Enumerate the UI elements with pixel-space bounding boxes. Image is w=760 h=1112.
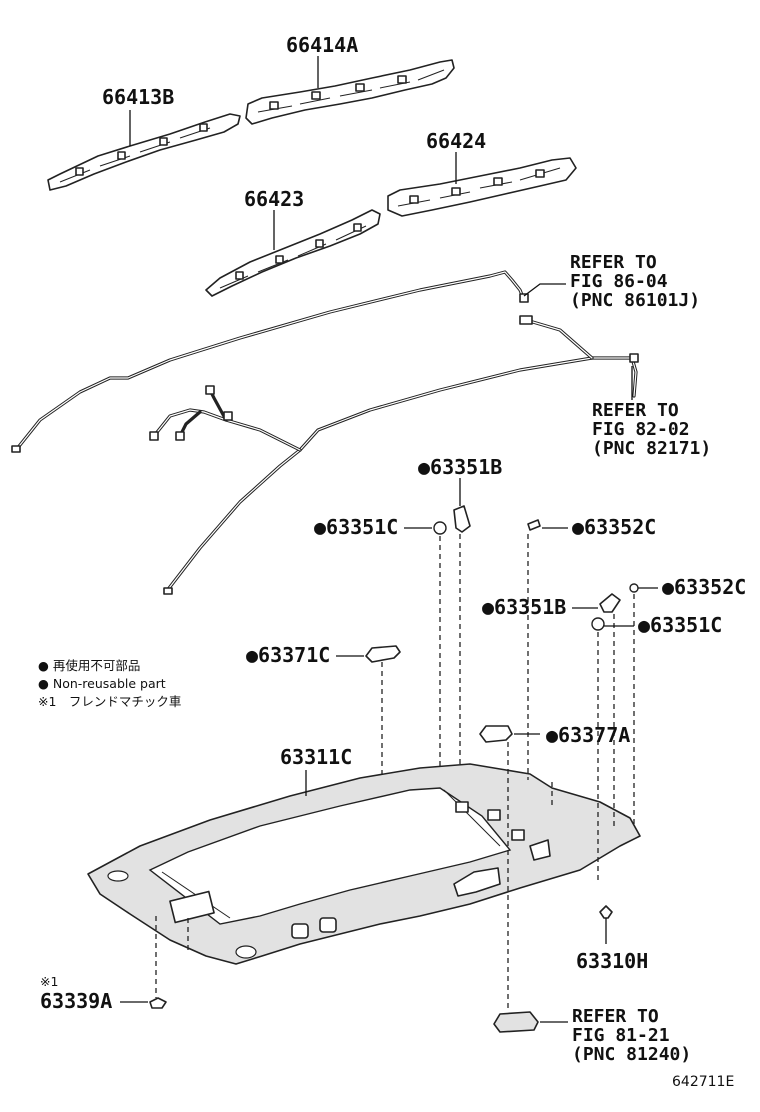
ref3-line1: REFER TO — [572, 1006, 659, 1027]
part-63371c — [365, 645, 401, 663]
label-63310h: 63310H — [576, 949, 648, 973]
label-66424: 66424 — [426, 129, 486, 153]
roof-rail-66424 — [387, 157, 577, 217]
legend-non-reusable-en: ● Non-reusable part — [38, 676, 166, 691]
clip-63310h — [599, 905, 613, 944]
label-63351b-top: ●63351B — [418, 455, 502, 479]
refer-fig-82-02: REFER TO FIG 82-02 (PNC 82171) — [592, 400, 711, 459]
part-63351c-right — [591, 617, 605, 631]
label-63351b-mid: ●63351B — [482, 595, 566, 619]
ref1-line2: FIG 86-04 — [570, 271, 668, 292]
ref2-line1: REFER TO — [592, 400, 679, 421]
part-63352c-top — [527, 519, 541, 531]
headliner-63311c — [87, 763, 641, 965]
wire-harness — [11, 270, 639, 595]
part-63351b-mid — [599, 593, 621, 613]
legend-note-1: ※1 フレンドマチック車 — [38, 694, 181, 709]
label-63371c: ●63371C — [246, 643, 330, 667]
legend-non-reusable-jp: ● 再使用不可部品 — [38, 658, 140, 673]
roof-rail-66414a — [245, 59, 455, 125]
label-63377a: ●63377A — [546, 723, 630, 747]
alignment-lines — [155, 534, 635, 1012]
refer-fig-86-04: REFER TO FIG 86-04 (PNC 86101J) — [570, 252, 700, 311]
label-66413b: 66413B — [102, 85, 174, 109]
label-63339a: 63339A — [40, 989, 112, 1013]
clip-63339a — [149, 997, 167, 1009]
label-63351c-left: ●63351C — [314, 515, 398, 539]
ref2-line3: (PNC 82171) — [592, 438, 711, 459]
label-66423: 66423 — [244, 187, 304, 211]
part-63351c-left — [433, 521, 447, 535]
part-63351b-top — [453, 505, 471, 533]
leader-lines — [120, 56, 658, 1023]
part-63377a — [479, 725, 513, 743]
part-63352c-right — [629, 583, 639, 593]
ref1-line1: REFER TO — [570, 252, 657, 273]
ref3-line3: (PNC 81240) — [572, 1044, 691, 1065]
label-63311c: 63311C — [280, 745, 352, 769]
label-63339a-mark: ※1 — [40, 974, 58, 989]
refer-fig-81-21: REFER TO FIG 81-21 (PNC 81240) — [572, 1006, 691, 1065]
ref1-line3: (PNC 86101J) — [570, 290, 700, 311]
ref2-line2: FIG 82-02 — [592, 419, 690, 440]
roof-rail-66413b — [47, 113, 241, 191]
label-63351c-right: ●63351C — [638, 613, 722, 637]
label-66414a: 66414A — [286, 33, 358, 57]
diagram-code: 642711E — [672, 1074, 734, 1090]
roof-rail-66423 — [205, 209, 381, 297]
label-63352c-top: ●63352C — [572, 515, 656, 539]
ref3-line2: FIG 81-21 — [572, 1025, 670, 1046]
label-63352c-right: ●63352C — [662, 575, 746, 599]
roof-lamp-81240 — [493, 1011, 539, 1033]
